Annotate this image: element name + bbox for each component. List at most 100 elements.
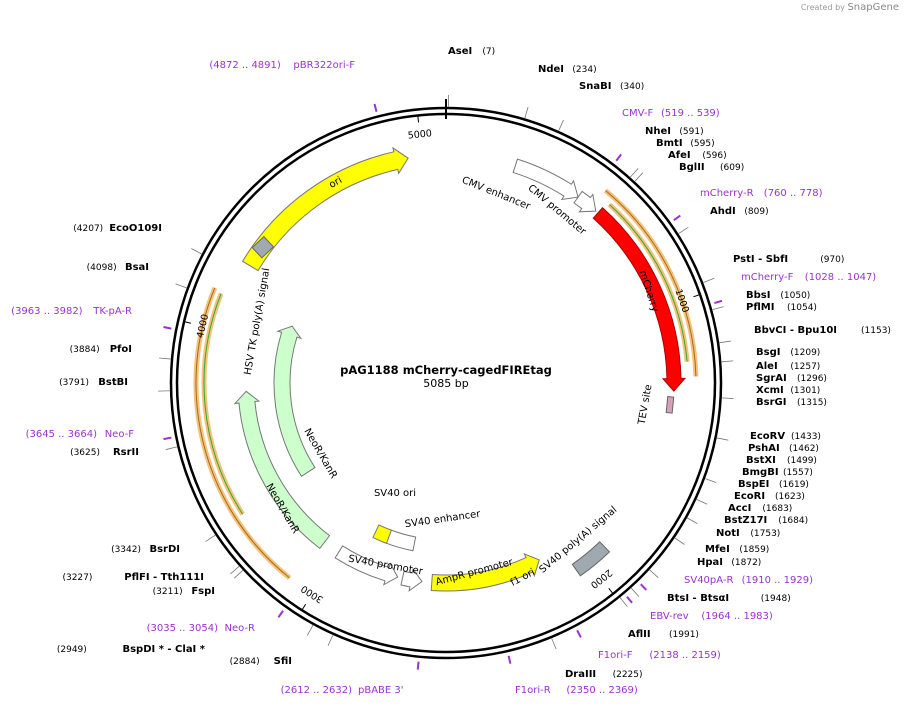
restriction-site: AleI(1257)	[756, 361, 820, 372]
restriction-site: BtsI - BtsαI(1948)	[667, 593, 791, 604]
hsv-tk-polyA-box	[251, 235, 275, 259]
restriction-site: DraIII (2225)	[565, 669, 643, 680]
enzyme-name: BspEI	[738, 479, 769, 490]
enzyme-name: BglII	[679, 162, 705, 173]
plasmid-title: pAG1188 mCherry-cagedFIREtag	[340, 363, 552, 377]
primer-name: mCherry-F	[741, 272, 794, 283]
site-leader	[702, 277, 715, 283]
feature-label: HSV TK poly(A) signal	[243, 267, 273, 376]
enzyme-name: BbsI	[746, 290, 770, 301]
feature-label: TEV site	[636, 384, 654, 427]
enzyme-position: (1684)	[778, 516, 808, 526]
enzyme-name: PshAI	[748, 443, 780, 454]
feature-label: SV40 enhancer	[404, 509, 482, 531]
site-leader	[230, 565, 240, 575]
enzyme-position: (1557)	[783, 468, 813, 478]
tick-mark	[608, 587, 614, 595]
enzyme-position: (234)	[572, 65, 596, 75]
primer-range: (519 .. 539)	[661, 108, 720, 119]
restriction-site: BglII (609)	[679, 162, 744, 173]
orf-arc-line	[605, 190, 697, 377]
enzyme-position: (1153)	[861, 326, 891, 336]
enzyme-position: (3342)	[111, 545, 141, 555]
enzyme-position: (809)	[744, 207, 768, 217]
primer-name: F1ori-F	[598, 650, 633, 661]
enzyme-position: (3625)	[70, 448, 100, 458]
enzyme-position: (1619)	[779, 480, 809, 490]
primer-name: TK-pA-R	[92, 306, 132, 317]
site-leader	[629, 168, 639, 178]
restriction-site: AfeI(596)	[668, 150, 727, 161]
enzyme-position: (1054)	[787, 303, 817, 313]
site-leader	[649, 569, 659, 578]
primer-name: SV40pA-R	[684, 575, 733, 586]
enzyme-name: EcoO109I	[109, 223, 162, 234]
primer-range: (3963 .. 3982)	[11, 306, 83, 317]
primer-name: pBABE 3'	[358, 685, 404, 696]
enzyme-name: PstI - SbfI	[733, 254, 788, 265]
enzyme-name: BbvCI - Bpu10I	[754, 325, 837, 336]
tev-site-box	[665, 396, 675, 414]
restriction-site: FspI(3211)	[153, 586, 215, 597]
enzyme-position: (1499)	[787, 456, 817, 466]
primer-site: pBR322ori-F(4872 .. 4891)	[209, 60, 355, 71]
restriction-site: BmtI(595)	[656, 138, 715, 149]
primer-site: pBABE 3' (2612 .. 2632)	[281, 685, 404, 696]
label-layer: AseI(7)NdeI(234)SnaBI(340)NheI(591)BmtI(…	[11, 46, 891, 696]
enzyme-position: (1753)	[750, 529, 780, 539]
restriction-site: PfoI (3884)	[70, 344, 132, 355]
site-leader	[551, 637, 557, 650]
enzyme-position: (1296)	[797, 374, 827, 384]
feature-arrow	[592, 207, 687, 392]
site-leader	[677, 226, 689, 235]
tick-label: 3000	[299, 583, 325, 605]
restriction-site: PflFI - Tth111I(3227)	[62, 572, 204, 583]
restriction-site: AflII(1991)	[628, 629, 699, 640]
feature-arrow	[573, 190, 597, 213]
enzyme-name: SnaBI	[579, 81, 611, 92]
tick-mark	[693, 294, 701, 298]
primer-site: CMV-F(519 .. 539)	[622, 108, 720, 119]
enzyme-position: (3211)	[153, 587, 183, 597]
enzyme-name: EcoRI	[734, 491, 765, 502]
enzyme-name: AleI	[756, 361, 778, 372]
primer-site: mCherry-R(760 .. 778)	[700, 188, 823, 199]
site-leader	[630, 587, 640, 597]
site-leader	[634, 172, 644, 182]
feature-arrow	[571, 541, 611, 577]
site-leader	[327, 634, 334, 646]
enzyme-position: (1433)	[791, 432, 821, 442]
primer-site: SV40pA-R(1910 .. 1929)	[684, 575, 813, 586]
restriction-site: SfiI(2884)	[230, 656, 292, 667]
enzyme-name: DraIII	[565, 669, 596, 680]
feature-arrow	[233, 390, 331, 550]
enzyme-name: BsrGI	[756, 397, 786, 408]
enzyme-position: (340)	[620, 82, 644, 92]
enzyme-position: (2225)	[613, 670, 643, 680]
site-leader	[716, 437, 729, 441]
enzyme-position: (1623)	[775, 492, 805, 502]
site-leader	[205, 534, 216, 542]
primer-range: (3645 .. 3664)	[26, 429, 98, 440]
enzyme-name: PfoI	[110, 344, 132, 355]
enzyme-name: BsgI	[756, 347, 780, 358]
enzyme-position: (609)	[720, 163, 744, 173]
tick-mark	[301, 603, 307, 611]
enzyme-name: BstZ17I	[724, 515, 767, 526]
enzyme-position: (3884)	[70, 345, 100, 355]
enzyme-name: MfeI	[705, 544, 730, 555]
primer-mark	[277, 610, 284, 618]
restriction-site: NheI(591)	[645, 126, 704, 137]
restriction-site: AccI(1683)	[728, 503, 792, 514]
enzyme-position: (970)	[820, 255, 844, 265]
primer-site: TK-pA-R (3963 .. 3982)	[11, 306, 132, 317]
primer-name: Neo-R	[225, 623, 256, 634]
feature-arrow	[273, 325, 316, 477]
primer-mark	[163, 326, 172, 330]
primer-range: (2612 .. 2632)	[281, 685, 353, 696]
site-leader	[233, 569, 244, 579]
enzyme-name: AflII	[628, 629, 651, 640]
primer-mark	[673, 214, 681, 221]
